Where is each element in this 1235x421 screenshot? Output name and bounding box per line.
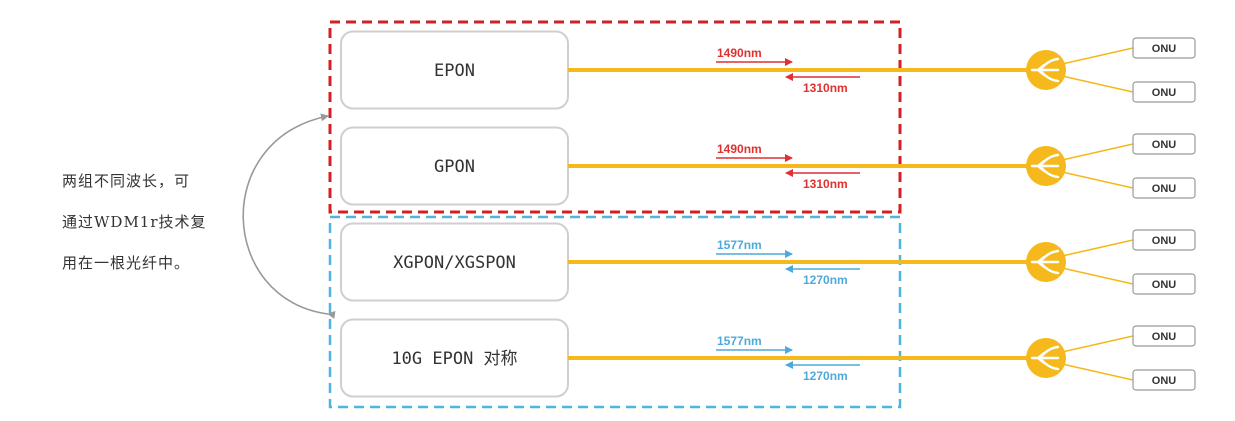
downstream-wavelength-label: 1577nm [717,334,762,348]
olt-label: XGPON/XGSPON [393,253,516,273]
optical-splitter-icon [1026,50,1066,90]
onu-label: ONU [1152,87,1177,99]
onu-branch-line [1061,267,1134,285]
group-connector-arrow [242,113,336,319]
onu-label: ONU [1152,279,1177,291]
onu-box [1132,133,1196,155]
pon-row: XGPON/XGSPON 1577nm 1270nm ONU ONU [340,222,1196,302]
olt-label: EPON [434,61,475,81]
pon-rows: EPON1490nm1310nmONUONUGPON1490nm1310nmON… [340,30,1196,398]
olt-label: 10G EPON 对称 [391,349,517,369]
note-line: 用在一根光纤中。 [62,254,190,272]
note-line: 两组不同波长，可 [62,172,190,190]
onu-box [1132,81,1196,103]
note-line: 通过WDM1r技术复 [62,213,207,231]
onu-label: ONU [1152,183,1177,195]
optical-splitter-icon [1026,146,1066,186]
upstream-wavelength-label: 1270nm [803,273,848,287]
onu-branch-line [1061,239,1134,257]
pon-row: EPON 1490nm 1310nm ONU ONU [340,30,1196,110]
onu-branch-line [1061,75,1134,93]
onu-box [1132,369,1196,391]
onu-box [1132,229,1196,251]
onu-box [1132,325,1196,347]
downstream-wavelength-label: 1577nm [717,238,762,252]
pon-row: GPON 1490nm 1310nm ONU ONU [340,126,1196,206]
upstream-wavelength-label: 1310nm [803,81,848,95]
optical-splitter-icon [1026,242,1066,282]
olt-label: GPON [434,157,475,177]
onu-branch-line [1061,171,1134,189]
onu-branch-line [1061,335,1134,353]
pon-row: 10G EPON 对称 1577nm 1270nm ONU ONU [340,318,1196,398]
onu-box [1132,273,1196,295]
upstream-wavelength-label: 1270nm [803,369,848,383]
onu-label: ONU [1152,43,1177,55]
onu-label: ONU [1152,331,1177,343]
wdm-note: 两组不同波长，可 通过WDM1r技术复 用在一根光纤中。 [62,172,207,272]
onu-label: ONU [1152,139,1177,151]
downstream-wavelength-label: 1490nm [717,142,762,156]
optical-splitter-icon [1026,338,1066,378]
onu-box [1132,37,1196,59]
onu-label: ONU [1152,235,1177,247]
onu-label: ONU [1152,375,1177,387]
downstream-wavelength-label: 1490nm [717,46,762,60]
onu-box [1132,177,1196,199]
upstream-wavelength-label: 1310nm [803,177,848,191]
onu-branch-line [1061,47,1134,65]
onu-branch-line [1061,363,1134,381]
onu-branch-line [1061,143,1134,161]
